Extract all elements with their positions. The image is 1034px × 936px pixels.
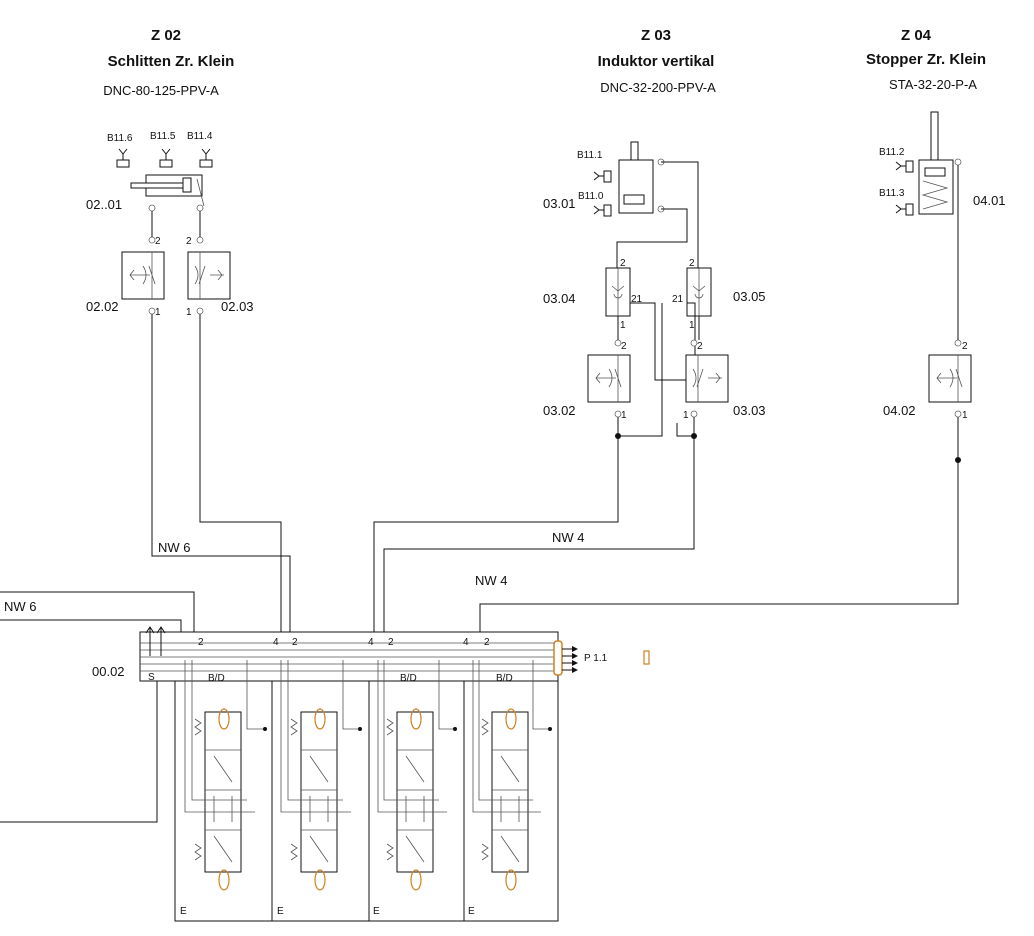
- cylinder-z02-rod: [130, 182, 184, 189]
- cylinder-z03-model: DNC-32-200-PPV-A: [600, 80, 716, 95]
- manifold-bd-2: B/D: [400, 673, 417, 684]
- svg-text:2: 2: [292, 637, 298, 648]
- sensor-b115-icon: [159, 148, 173, 168]
- cylinder-z03-barrel: [618, 159, 654, 214]
- line-nw6-b: NW 6: [4, 599, 37, 614]
- cylinder-z02-model: DNC-80-125-PPV-A: [103, 83, 219, 98]
- sensor-b114-label: B11.4: [187, 131, 213, 142]
- marker-rect: [643, 650, 650, 665]
- sensor-b116-label: B11.6: [107, 133, 133, 144]
- svg-text:2: 2: [962, 341, 968, 352]
- cylinder-z03-id: Z 03: [641, 27, 671, 44]
- pressure-connector: [553, 640, 563, 676]
- sensor-b111-label: B11.1: [577, 150, 603, 161]
- flow-valve-04-02-tag: 04.02: [883, 403, 916, 418]
- svg-text:2: 2: [155, 236, 161, 247]
- sensor-b116-icon: [116, 148, 130, 168]
- manifold-bd-1: B/D: [208, 673, 225, 684]
- svg-text:2: 2: [621, 341, 627, 352]
- cylinder-z03-name: Induktor vertikal: [598, 53, 715, 70]
- sensor-b110-label: B11.0: [578, 191, 604, 202]
- svg-text:4: 4: [368, 637, 374, 648]
- cylinder-z02-header: Z 02 Schlitten Zr. Klein DNC-80-125-PPV-…: [103, 27, 234, 98]
- svg-text:1: 1: [621, 410, 627, 421]
- flow-valve-03-02[interactable]: 2 1 03.02: [543, 339, 631, 421]
- cylinder-z02-name: Schlitten Zr. Klein: [108, 53, 235, 70]
- cylinder-z03-tag: 03.01: [543, 196, 576, 211]
- cylinder-z04-header: Z 04 Stopper Zr. Klein STA-32-20-P-A: [866, 27, 986, 92]
- svg-text:2: 2: [186, 236, 192, 247]
- cylinder-z03[interactable]: B11.1 B11.0 03.01: [543, 141, 699, 268]
- flow-valve-02-02[interactable]: 2 1 02.02: [86, 236, 165, 318]
- valve-module-2-e: E: [277, 906, 284, 917]
- line-nw4-a: NW 4: [552, 530, 585, 545]
- svg-text:1: 1: [186, 307, 192, 318]
- svg-text:2: 2: [484, 637, 490, 648]
- flow-valve-03-02-tag: 03.02: [543, 403, 576, 418]
- svg-text:2: 2: [697, 341, 703, 352]
- cylinder-z04-tag: 04.01: [973, 193, 1006, 208]
- flow-valve-02-02-tag: 02.02: [86, 299, 119, 314]
- manifold-body: [139, 631, 559, 682]
- sensor-b114-icon: [199, 148, 213, 168]
- svg-text:1: 1: [683, 410, 689, 421]
- flow-valve-03-03-tag: 03.03: [733, 403, 766, 418]
- svg-text:4: 4: [273, 637, 279, 648]
- svg-text:2: 2: [388, 637, 394, 648]
- check-valve-03-04-tag: 03.04: [543, 291, 576, 306]
- flow-valve-02-03[interactable]: 2 1 02.03: [186, 236, 254, 318]
- sensor-b113-label: B11.3: [879, 188, 905, 199]
- line-nw4-b: NW 4: [475, 573, 508, 588]
- svg-text:1: 1: [155, 307, 161, 318]
- valve-module-1[interactable]: E: [174, 660, 273, 922]
- cylinder-z04-rod: [930, 111, 939, 165]
- svg-text:21: 21: [631, 294, 643, 305]
- manifold-tag: 00.02: [92, 664, 125, 679]
- cylinder-z04-name: Stopper Zr. Klein: [866, 51, 986, 68]
- svg-text:2: 2: [689, 258, 695, 269]
- sensor-b110-icon: [593, 204, 612, 217]
- check-valve-03-05-tag: 03.05: [733, 289, 766, 304]
- valve-module-3[interactable]: E: [368, 660, 465, 922]
- svg-text:2: 2: [620, 258, 626, 269]
- sensor-b113-icon: [895, 203, 914, 216]
- cylinder-z04-id: Z 04: [901, 27, 932, 44]
- flow-valve-02-03-tag: 02.03: [221, 299, 254, 314]
- svg-text:21: 21: [672, 294, 684, 305]
- flow-valve-04-02[interactable]: 2 1 04.02: [883, 339, 972, 421]
- check-valve-03-04[interactable]: 2 21 1 03.04: [543, 258, 643, 331]
- sensor-b111-icon: [593, 170, 612, 183]
- svg-text:1: 1: [689, 320, 695, 331]
- valve-manifold-00-02[interactable]: 00.02 S B/D B/D B/D 2 2 2 2 4 4 4 P 1.1: [92, 626, 650, 684]
- flow-valve-03-03[interactable]: 2 1 03.03: [683, 339, 766, 421]
- valve-module-1-e: E: [180, 906, 187, 917]
- sensor-b115-label: B11.5: [150, 131, 176, 142]
- svg-text:1: 1: [962, 410, 968, 421]
- line-nw6-a: NW 6: [158, 540, 191, 555]
- cylinder-z02-tag: 02..01: [86, 197, 122, 212]
- valve-module-3-e: E: [373, 906, 380, 917]
- cylinder-z03-header: Z 03 Induktor vertikal DNC-32-200-PPV-A: [598, 27, 716, 95]
- valve-module-4-e: E: [468, 906, 475, 917]
- cylinder-z02[interactable]: B11.6 B11.5 B11.4 02..01: [86, 131, 213, 212]
- svg-text:4: 4: [463, 637, 469, 648]
- cylinder-z04-model: STA-32-20-P-A: [889, 77, 977, 92]
- pressure-label: P 1.1: [584, 653, 608, 664]
- piping: [0, 165, 961, 823]
- valve-module-4[interactable]: E: [463, 660, 559, 922]
- svg-text:1: 1: [620, 320, 626, 331]
- sensor-b112-icon: [895, 160, 914, 173]
- manifold-bd-3: B/D: [496, 673, 513, 684]
- check-valve-03-05[interactable]: 2 21 1 03.05: [672, 258, 766, 331]
- valve-module-2[interactable]: E: [271, 660, 370, 922]
- cylinder-z04[interactable]: B11.2 B11.3 04.01: [879, 111, 1006, 216]
- svg-text:2: 2: [198, 637, 204, 648]
- cylinder-z02-id: Z 02: [151, 27, 181, 44]
- sensor-b112-label: B11.2: [879, 147, 905, 158]
- manifold-s-label: S: [148, 672, 155, 683]
